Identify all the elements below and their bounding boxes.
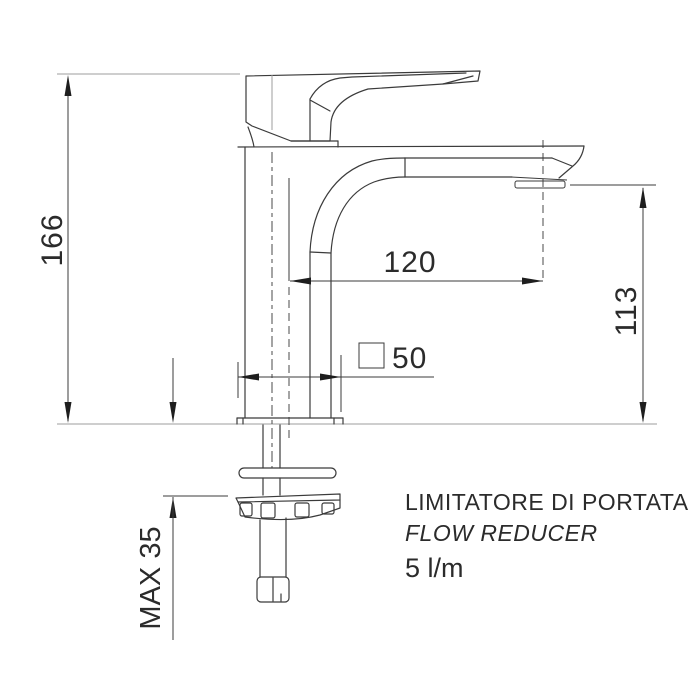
spout-lower-curve <box>330 176 406 254</box>
handle-outline <box>245 70 481 142</box>
arrow-up-113 <box>639 187 647 208</box>
handle-front-corner-arc <box>247 126 255 148</box>
dim-label-max35: MAX 35 <box>135 526 167 629</box>
nut-tooth-4 <box>321 502 335 515</box>
dimension-spout-projection: 120 <box>290 246 543 285</box>
spout-upper-curve <box>309 157 406 253</box>
dimension-max-thickness: MAX 35 <box>135 358 228 640</box>
note-line-italian: LIMITATORE DI PORTATA <box>405 489 689 515</box>
arrow-left-50 <box>238 373 259 381</box>
arrow-left-120 <box>290 277 311 285</box>
faucet-base-assembly <box>235 417 344 603</box>
dimension-body-size: 50 <box>237 342 434 412</box>
note-line-english: FLOW REDUCER <box>405 520 598 546</box>
spout-end-bevel <box>551 157 573 167</box>
note-flow-rate: 5 l/m <box>405 553 464 583</box>
handle-tip-bevel <box>442 75 474 85</box>
arrow-right-50 <box>320 373 341 381</box>
faucet-handle <box>245 70 481 148</box>
hex-nut <box>256 576 290 603</box>
aerator-seat <box>510 176 568 181</box>
body-transition-edge <box>309 251 332 254</box>
arrow-down-113 <box>639 402 647 423</box>
dimension-total-height: 166 <box>36 75 72 423</box>
nut-tooth-3 <box>294 502 310 518</box>
arrow-down-max35 <box>169 402 177 423</box>
dimension-outlet-height: 113 <box>570 184 656 423</box>
reference-lines <box>57 73 657 425</box>
arrow-up-166 <box>64 75 72 96</box>
mounting-nut-body <box>237 499 341 521</box>
arrow-down-166 <box>64 402 72 423</box>
flow-reducer-note: LIMITATORE DI PORTATA FLOW REDUCER 5 l/m <box>405 489 689 583</box>
nut-tooth-2 <box>260 502 276 519</box>
handle-neck-inner-curve <box>309 72 467 100</box>
aerator-ring <box>514 180 566 189</box>
nut-tooth-1 <box>239 502 253 517</box>
square-section-symbol <box>358 342 385 369</box>
dim-label-113: 113 <box>610 286 643 337</box>
dim-label-120: 120 <box>383 246 436 279</box>
arrow-right-120 <box>522 277 543 285</box>
spout-end-curve <box>558 145 585 179</box>
body-top-edge <box>237 145 585 148</box>
centerlines <box>271 140 544 468</box>
dim-label-166: 166 <box>36 213 69 266</box>
dim-label-50: 50 <box>392 342 427 375</box>
handle-neck-chamfer <box>309 99 331 112</box>
mounting-nut-collar <box>235 493 341 503</box>
washer <box>238 467 337 479</box>
